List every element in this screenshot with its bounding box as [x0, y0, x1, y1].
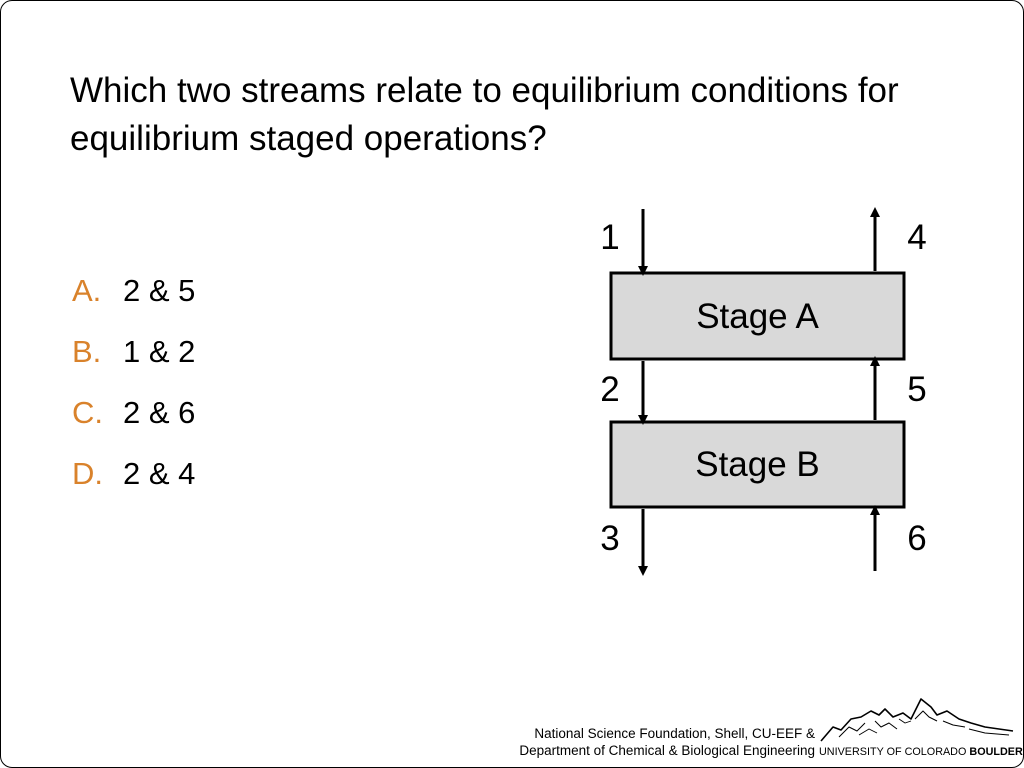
option-letter: D.	[72, 456, 103, 491]
stream-1-label: 1	[600, 218, 619, 257]
stream-5-label: 5	[907, 370, 926, 409]
question-text: Which two streams relate to equilibrium …	[70, 71, 899, 158]
option-b[interactable]: B. 1 & 2	[72, 332, 195, 393]
footer: National Science Foundation, Shell, CU-E…	[519, 697, 1023, 759]
stage-diagram: Stage A Stage B 1 2 3 4 5 6	[600, 207, 927, 576]
stream-2-label: 2	[600, 370, 619, 409]
option-d[interactable]: D. 2 & 4	[72, 454, 195, 515]
credit-line-1: National Science Foundation, Shell, CU-E…	[534, 726, 815, 741]
stage-b-box	[609, 420, 906, 509]
stage-a-box	[609, 271, 906, 361]
mountain-logo-icon	[820, 698, 1014, 742]
stream-3-label: 3	[600, 519, 619, 558]
answer-options: A. 2 & 5 B. 1 & 2 C. 2 & 6 D. 2 & 4	[72, 271, 195, 515]
option-a[interactable]: A. 2 & 5	[72, 271, 195, 332]
stream-4-label: 4	[907, 218, 926, 257]
stream-6-label: 6	[907, 519, 926, 558]
option-text: 2 & 4	[123, 456, 196, 491]
option-letter: B.	[72, 334, 102, 369]
option-letter: A.	[72, 273, 102, 308]
option-text: 1 & 2	[123, 334, 196, 369]
university-logo: UNIVERSITY OF COLORADO BOULDER	[819, 697, 1023, 759]
stage-b-label: Stage B	[695, 445, 820, 484]
credit-line-2: Department of Chemical & Biological Engi…	[519, 743, 815, 758]
option-text: 2 & 5	[123, 273, 196, 308]
stage-a-label: Stage A	[696, 297, 819, 336]
option-text: 2 & 6	[123, 395, 196, 430]
university-name: UNIVERSITY OF COLORADO BOULDER	[819, 746, 1023, 758]
option-letter: C.	[72, 395, 103, 430]
option-c[interactable]: C. 2 & 6	[72, 393, 195, 454]
footer-credits: National Science Foundation, Shell, CU-E…	[519, 725, 815, 759]
